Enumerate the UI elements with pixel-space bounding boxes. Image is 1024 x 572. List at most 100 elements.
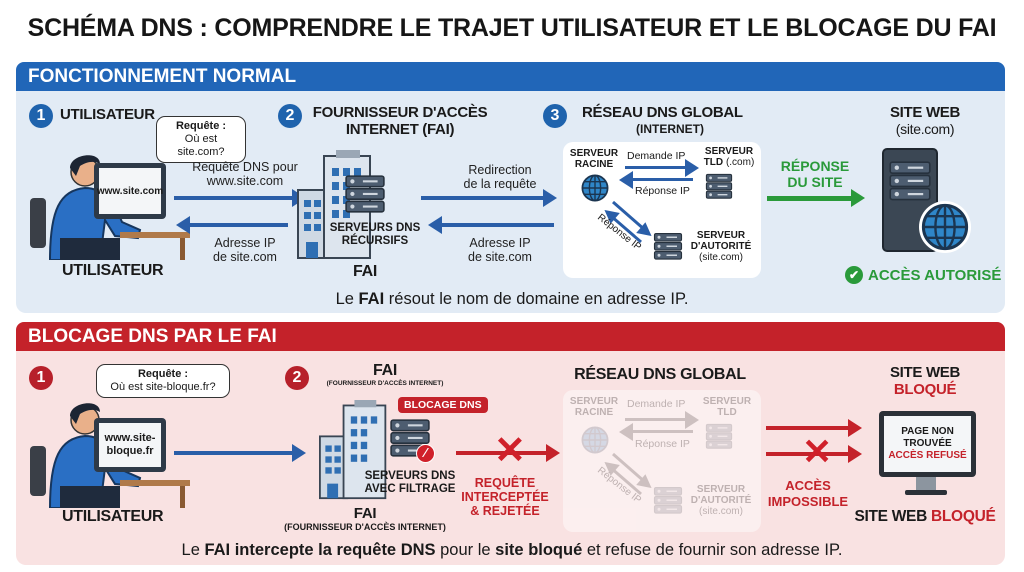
normal-section-header: FONCTIONNEMENT NORMAL — [16, 62, 1005, 91]
red-arrow-right-icon — [766, 419, 862, 437]
text: FAI intercepte la requête DNS — [204, 541, 436, 559]
bubble-title: Requête : — [137, 368, 189, 380]
monitor-base — [905, 490, 947, 495]
isp-label: FAI — [353, 505, 377, 522]
arrow-right-icon — [625, 411, 699, 429]
computer-monitor: www.site.com — [94, 163, 166, 219]
text: de la requête — [463, 177, 537, 191]
diagonal-arrows-icon — [604, 200, 652, 244]
text: résout le nom de domaine en adresse IP. — [384, 290, 689, 308]
x-cross-icon: ✕ — [494, 430, 526, 472]
x-cross-icon: ✕ — [802, 431, 833, 472]
text: PAGE NON — [901, 426, 954, 437]
text: (site.com) — [699, 252, 743, 263]
text: bloque.fr — [106, 445, 154, 457]
text: INTERCEPTÉE — [461, 490, 549, 504]
step-badge-1: 1 — [29, 366, 53, 390]
text: RÉCURSIFS — [341, 235, 409, 247]
text: SERVEUR — [569, 396, 619, 407]
text: SERVEUR — [696, 230, 746, 241]
normal-caption: Le FAI résout le nom de domaine en adres… — [0, 290, 1024, 309]
isp-label: FAI — [353, 263, 377, 280]
text: Adresse IP — [469, 236, 531, 250]
diagonal-arrows-icon — [604, 452, 652, 496]
arrow-left-icon — [176, 216, 288, 234]
authority-server-icon — [653, 484, 683, 518]
reply-ip-label: Réponse IP — [635, 438, 690, 450]
text: RÉPONSE — [780, 158, 850, 174]
text: Adresse IP — [214, 236, 276, 250]
step-badge-3: 3 — [543, 104, 567, 128]
text: Requête DNS pour — [192, 160, 298, 174]
text: site bloqué — [495, 541, 583, 559]
bubble-text: Où est site-bloque.fr? — [110, 381, 216, 393]
monitor-screen-url: www.site-bloque.fr — [99, 423, 161, 467]
arrow-right-icon — [174, 444, 306, 462]
arrow-left-icon — [619, 171, 693, 189]
user-label: UTILISATEUR — [62, 262, 164, 279]
arrow-left-icon — [619, 423, 693, 441]
check-circle-icon: ✔ — [845, 266, 863, 284]
text: SERVEUR — [704, 146, 754, 157]
text: SITE WEB — [854, 508, 931, 525]
text: www.site- — [104, 432, 156, 444]
ask-ip-label: Demande IP — [627, 150, 686, 162]
reply-ip-label: Réponse IP — [635, 185, 690, 197]
text: et refuse de fournir son adresse IP. — [582, 541, 843, 559]
text: RACINE — [574, 407, 614, 418]
step1-title: UTILISATEUR — [60, 106, 155, 123]
red-arrow-right-icon — [456, 444, 560, 462]
text: Le — [181, 541, 205, 559]
dns-blocking-tag: BLOCAGE DNS — [398, 397, 488, 413]
text: SERVEURS DNS — [329, 222, 421, 234]
step-badge-2: 2 — [278, 104, 302, 128]
website-title: SITE WEB(site.com) — [870, 104, 980, 138]
bubble-text: Où est site.com? — [177, 133, 225, 158]
page-title: SCHÉMA DNS : COMPRENDRE LE TRAJET UTILIS… — [27, 14, 997, 42]
monitor-screen-url: www.site.com — [97, 168, 163, 214]
text: & REJETÉE — [470, 504, 540, 518]
text: FOURNISSEUR D'ACCÈS — [312, 104, 488, 121]
text: REQUÊTE — [474, 476, 536, 490]
text: SERVEURS DNS — [364, 470, 456, 482]
text: www.site.com — [206, 174, 284, 188]
bubble-title: Requête : — [175, 120, 227, 132]
monitor-stand — [916, 477, 936, 491]
text: (site.com) — [699, 506, 743, 517]
text: TLD — [717, 407, 737, 418]
text: RACINE — [574, 159, 614, 170]
text: Le — [335, 290, 359, 308]
text: BLOQUÉ — [931, 508, 996, 525]
server-stack-icon — [888, 158, 932, 206]
text: TLD — [703, 157, 724, 168]
arrow-left-icon — [428, 216, 554, 234]
arrow-right-icon — [625, 159, 699, 177]
text: pour le — [435, 541, 496, 559]
blocked-section-header: BLOCAGE DNS PAR LE FAI — [16, 322, 1005, 351]
text: ACCÈS — [785, 478, 831, 493]
dns-network-title: RÉSEAU DNS GLOBAL — [574, 366, 746, 383]
step3-subtitle: (INTERNET) — [636, 122, 704, 136]
text: SERVEUR — [702, 396, 752, 407]
speech-bubble: Requête :Où est site-bloque.fr? — [96, 364, 230, 398]
globe-icon — [581, 426, 609, 454]
text: D'AUTORITÉ — [690, 495, 752, 506]
text: DU SITE — [787, 174, 843, 190]
text: SERVEUR — [696, 484, 746, 495]
text: (site.com) — [895, 121, 955, 137]
arrow-right-icon — [174, 189, 306, 207]
